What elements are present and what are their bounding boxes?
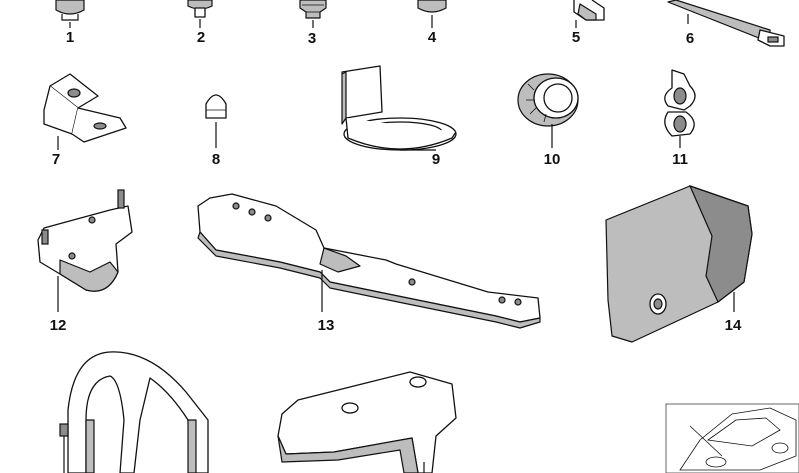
clip-drawing (573, 0, 605, 28)
double-clip-drawing (664, 69, 696, 148)
clamp-frame-drawing (59, 351, 209, 473)
part-label-6: 6 (685, 30, 695, 47)
screw-drawing (187, 0, 213, 28)
cable-tie-drawing (667, 0, 785, 47)
part-label-9: 9 (431, 151, 441, 168)
angle-bracket-drawing (43, 73, 127, 150)
part-label-7: 7 (51, 151, 61, 168)
part-label-4: 4 (427, 29, 437, 46)
rail-bracket-drawing (197, 193, 541, 329)
nut-drawing (417, 0, 447, 28)
grommet-screw-drawing (299, 0, 327, 28)
part-label-8: 8 (211, 151, 221, 168)
car-locator-thumbnail (665, 403, 799, 473)
part-label-1: 1 (65, 29, 75, 46)
part-label-5: 5 (571, 29, 581, 46)
part-label-10: 10 (543, 151, 561, 168)
grommet-ring-drawing (517, 73, 579, 148)
part-label-14: 14 (724, 317, 742, 334)
ring-bracket-drawing (341, 65, 457, 151)
cover-drawing (605, 184, 753, 343)
part-label-12: 12 (49, 317, 67, 334)
bolt-drawing (55, 0, 85, 28)
shield-drawing (277, 371, 457, 473)
part-label-3: 3 (307, 30, 317, 47)
part-label-11: 11 (672, 151, 688, 168)
cap-nut-drawing (205, 94, 227, 148)
part-label-2: 2 (196, 29, 206, 46)
part-label-13: 13 (317, 317, 335, 334)
mounting-bracket-drawing (37, 189, 133, 312)
